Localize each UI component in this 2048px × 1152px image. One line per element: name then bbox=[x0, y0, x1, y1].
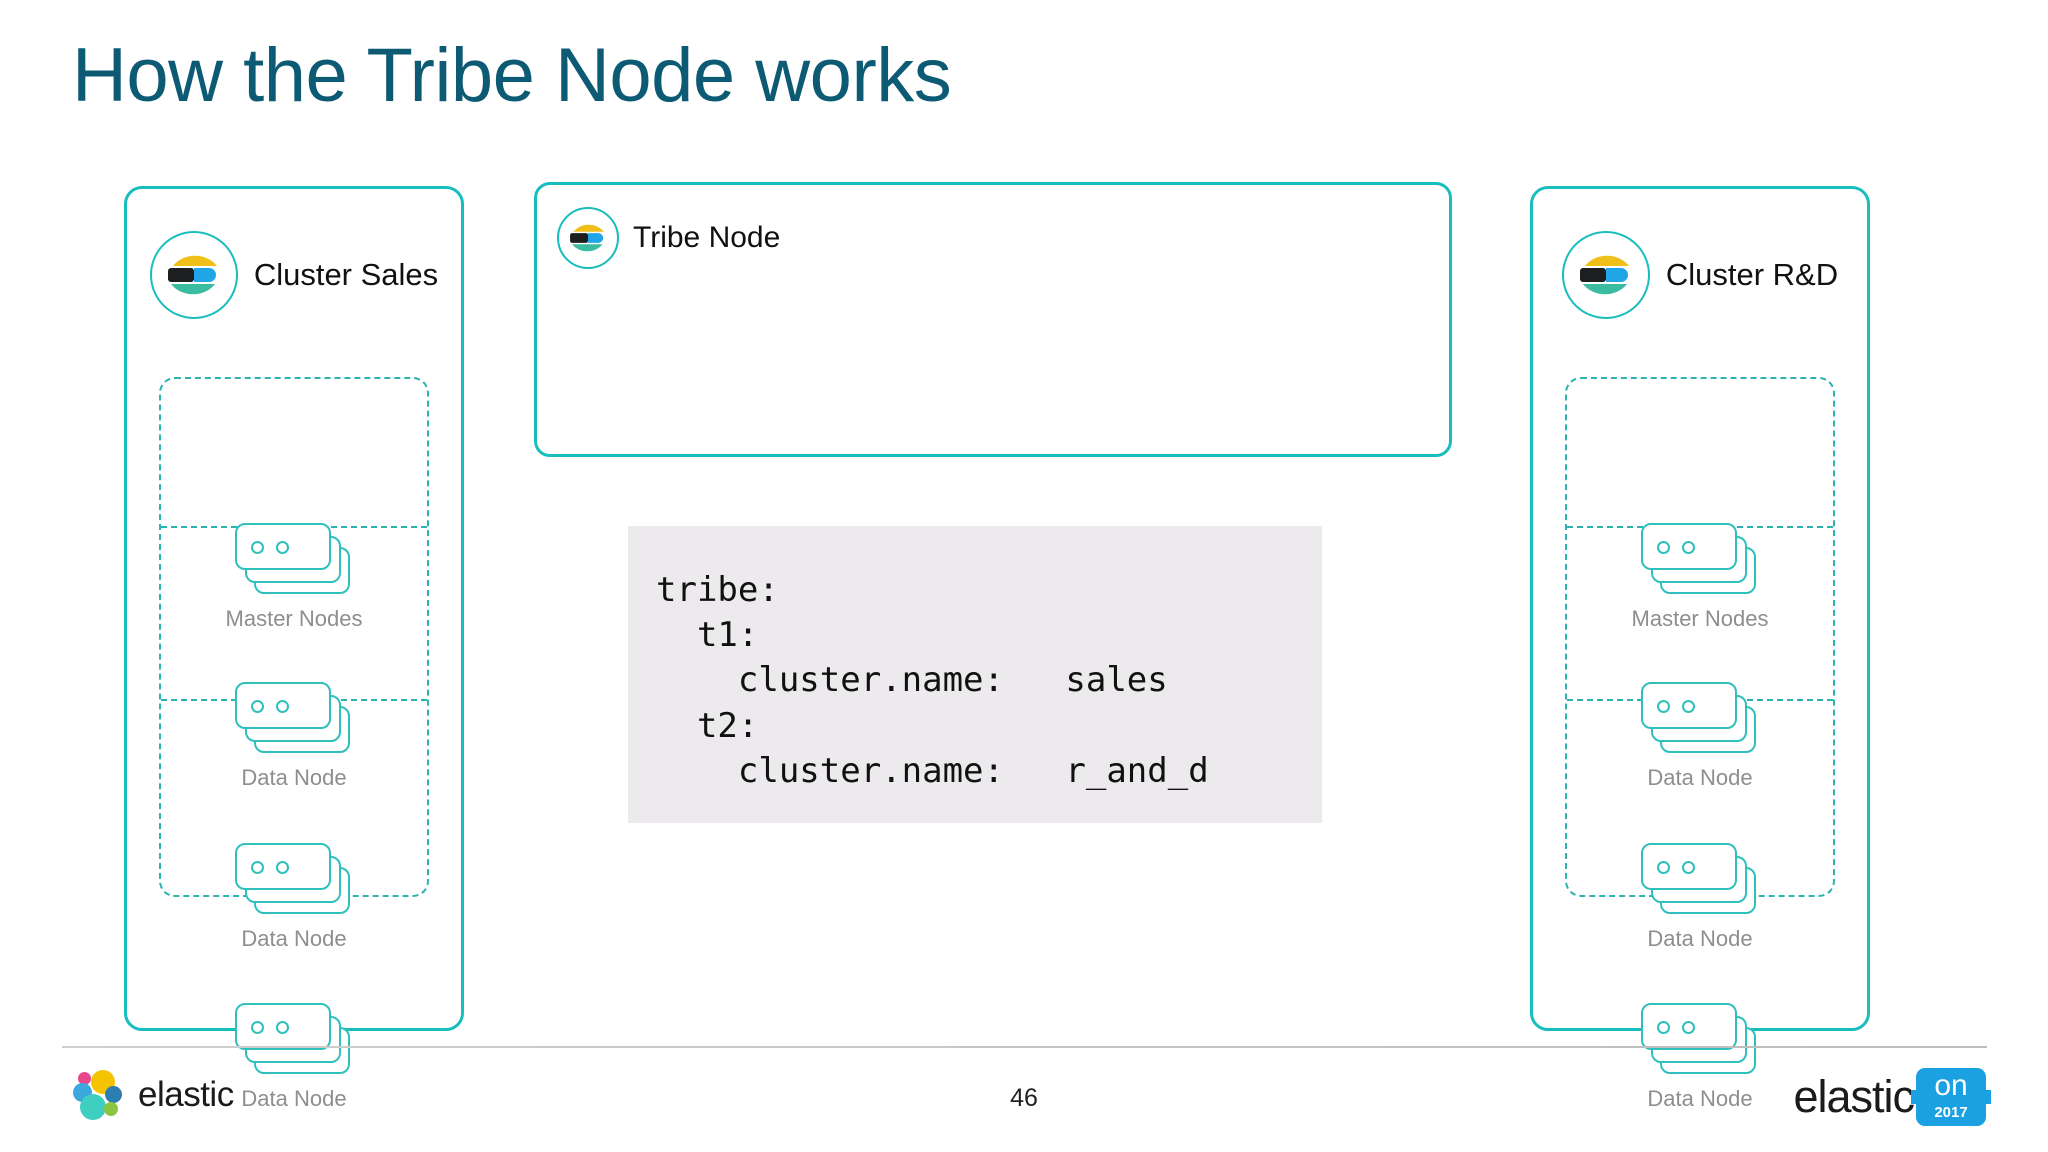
footer-divider bbox=[62, 1046, 1987, 1048]
elasticon-badge: on 2017 bbox=[1911, 1068, 1991, 1126]
node-master-nodes[interactable]: Master Nodes bbox=[127, 523, 461, 632]
node-data-node-2[interactable]: Data Node bbox=[127, 843, 461, 952]
cluster-header-rnd: Cluster R&D bbox=[1533, 231, 1867, 319]
elasticon-badge-year: 2017 bbox=[1934, 1104, 1968, 1121]
page-title: How the Tribe Node works bbox=[72, 33, 952, 118]
tribe-node-title: Tribe Node bbox=[633, 221, 781, 254]
code-text: tribe: t1: cluster.name: sales t2: clust… bbox=[656, 570, 1209, 791]
elastic-swarm-icon bbox=[72, 1070, 124, 1120]
cluster-title-rnd: Cluster R&D bbox=[1665, 257, 1839, 292]
node-group-sales bbox=[159, 377, 429, 897]
elasticon-badge-on: on bbox=[1934, 1069, 1968, 1102]
elasticon-wordmark: elastic bbox=[1793, 1071, 1915, 1122]
server-stack-icon bbox=[235, 1003, 353, 1077]
cluster-title-sales: Cluster Sales bbox=[253, 257, 439, 292]
tribe-node-panel: Tribe Node bbox=[534, 182, 1452, 457]
node-data-node-1[interactable]: Data Node bbox=[127, 682, 461, 791]
server-stack-icon bbox=[1641, 682, 1759, 756]
server-stack-icon bbox=[235, 843, 353, 917]
elastic-logo-icon bbox=[149, 231, 238, 319]
elastic-wordmark: elastic bbox=[138, 1075, 234, 1114]
node-label: Data Node bbox=[241, 765, 347, 790]
elastic-logo-icon bbox=[1561, 231, 1650, 319]
node-data-node-3[interactable]: Data Node bbox=[127, 1003, 461, 1112]
node-data-node-2[interactable]: Data Node bbox=[1533, 843, 1867, 952]
elastic-logo-glyph bbox=[1579, 255, 1629, 295]
node-label: Data Node bbox=[1647, 926, 1753, 951]
node-label: Data Node bbox=[1647, 1086, 1753, 1111]
node-master-nodes[interactable]: Master Nodes bbox=[1533, 523, 1867, 632]
elastic-logo-icon bbox=[557, 207, 619, 269]
node-label: Data Node bbox=[241, 926, 347, 951]
node-label: Master Nodes bbox=[225, 606, 363, 631]
node-label: Data Node bbox=[1647, 765, 1753, 790]
server-stack-icon bbox=[235, 523, 353, 597]
server-stack-icon bbox=[1641, 1003, 1759, 1077]
page-number: 46 bbox=[1010, 1084, 1038, 1112]
server-stack-icon bbox=[1641, 843, 1759, 917]
code-block: tribe: t1: cluster.name: sales t2: clust… bbox=[628, 526, 1322, 823]
node-label: Master Nodes bbox=[1631, 606, 1769, 631]
cluster-panel-rnd: Cluster R&D Master Nodes Data Node bbox=[1530, 186, 1870, 1111]
elastic-logo-glyph bbox=[570, 224, 604, 252]
cluster-panel-sales: Cluster Sales Master Nodes Data Node bbox=[124, 186, 464, 1111]
footer-brand: elastic bbox=[72, 1070, 234, 1120]
server-stack-icon bbox=[1641, 523, 1759, 597]
node-data-node-1[interactable]: Data Node bbox=[1533, 682, 1867, 791]
elastic-logo-glyph bbox=[167, 255, 217, 295]
cluster-header-sales: Cluster Sales bbox=[127, 231, 461, 319]
elasticon-logo: elastic on 2017 bbox=[1793, 1068, 1991, 1126]
tribe-node-header: Tribe Node bbox=[557, 207, 780, 269]
node-label: Data Node bbox=[241, 1086, 347, 1111]
node-group-rnd bbox=[1565, 377, 1835, 897]
server-stack-icon bbox=[235, 682, 353, 756]
node-data-node-3[interactable]: Data Node bbox=[1533, 1003, 1867, 1112]
